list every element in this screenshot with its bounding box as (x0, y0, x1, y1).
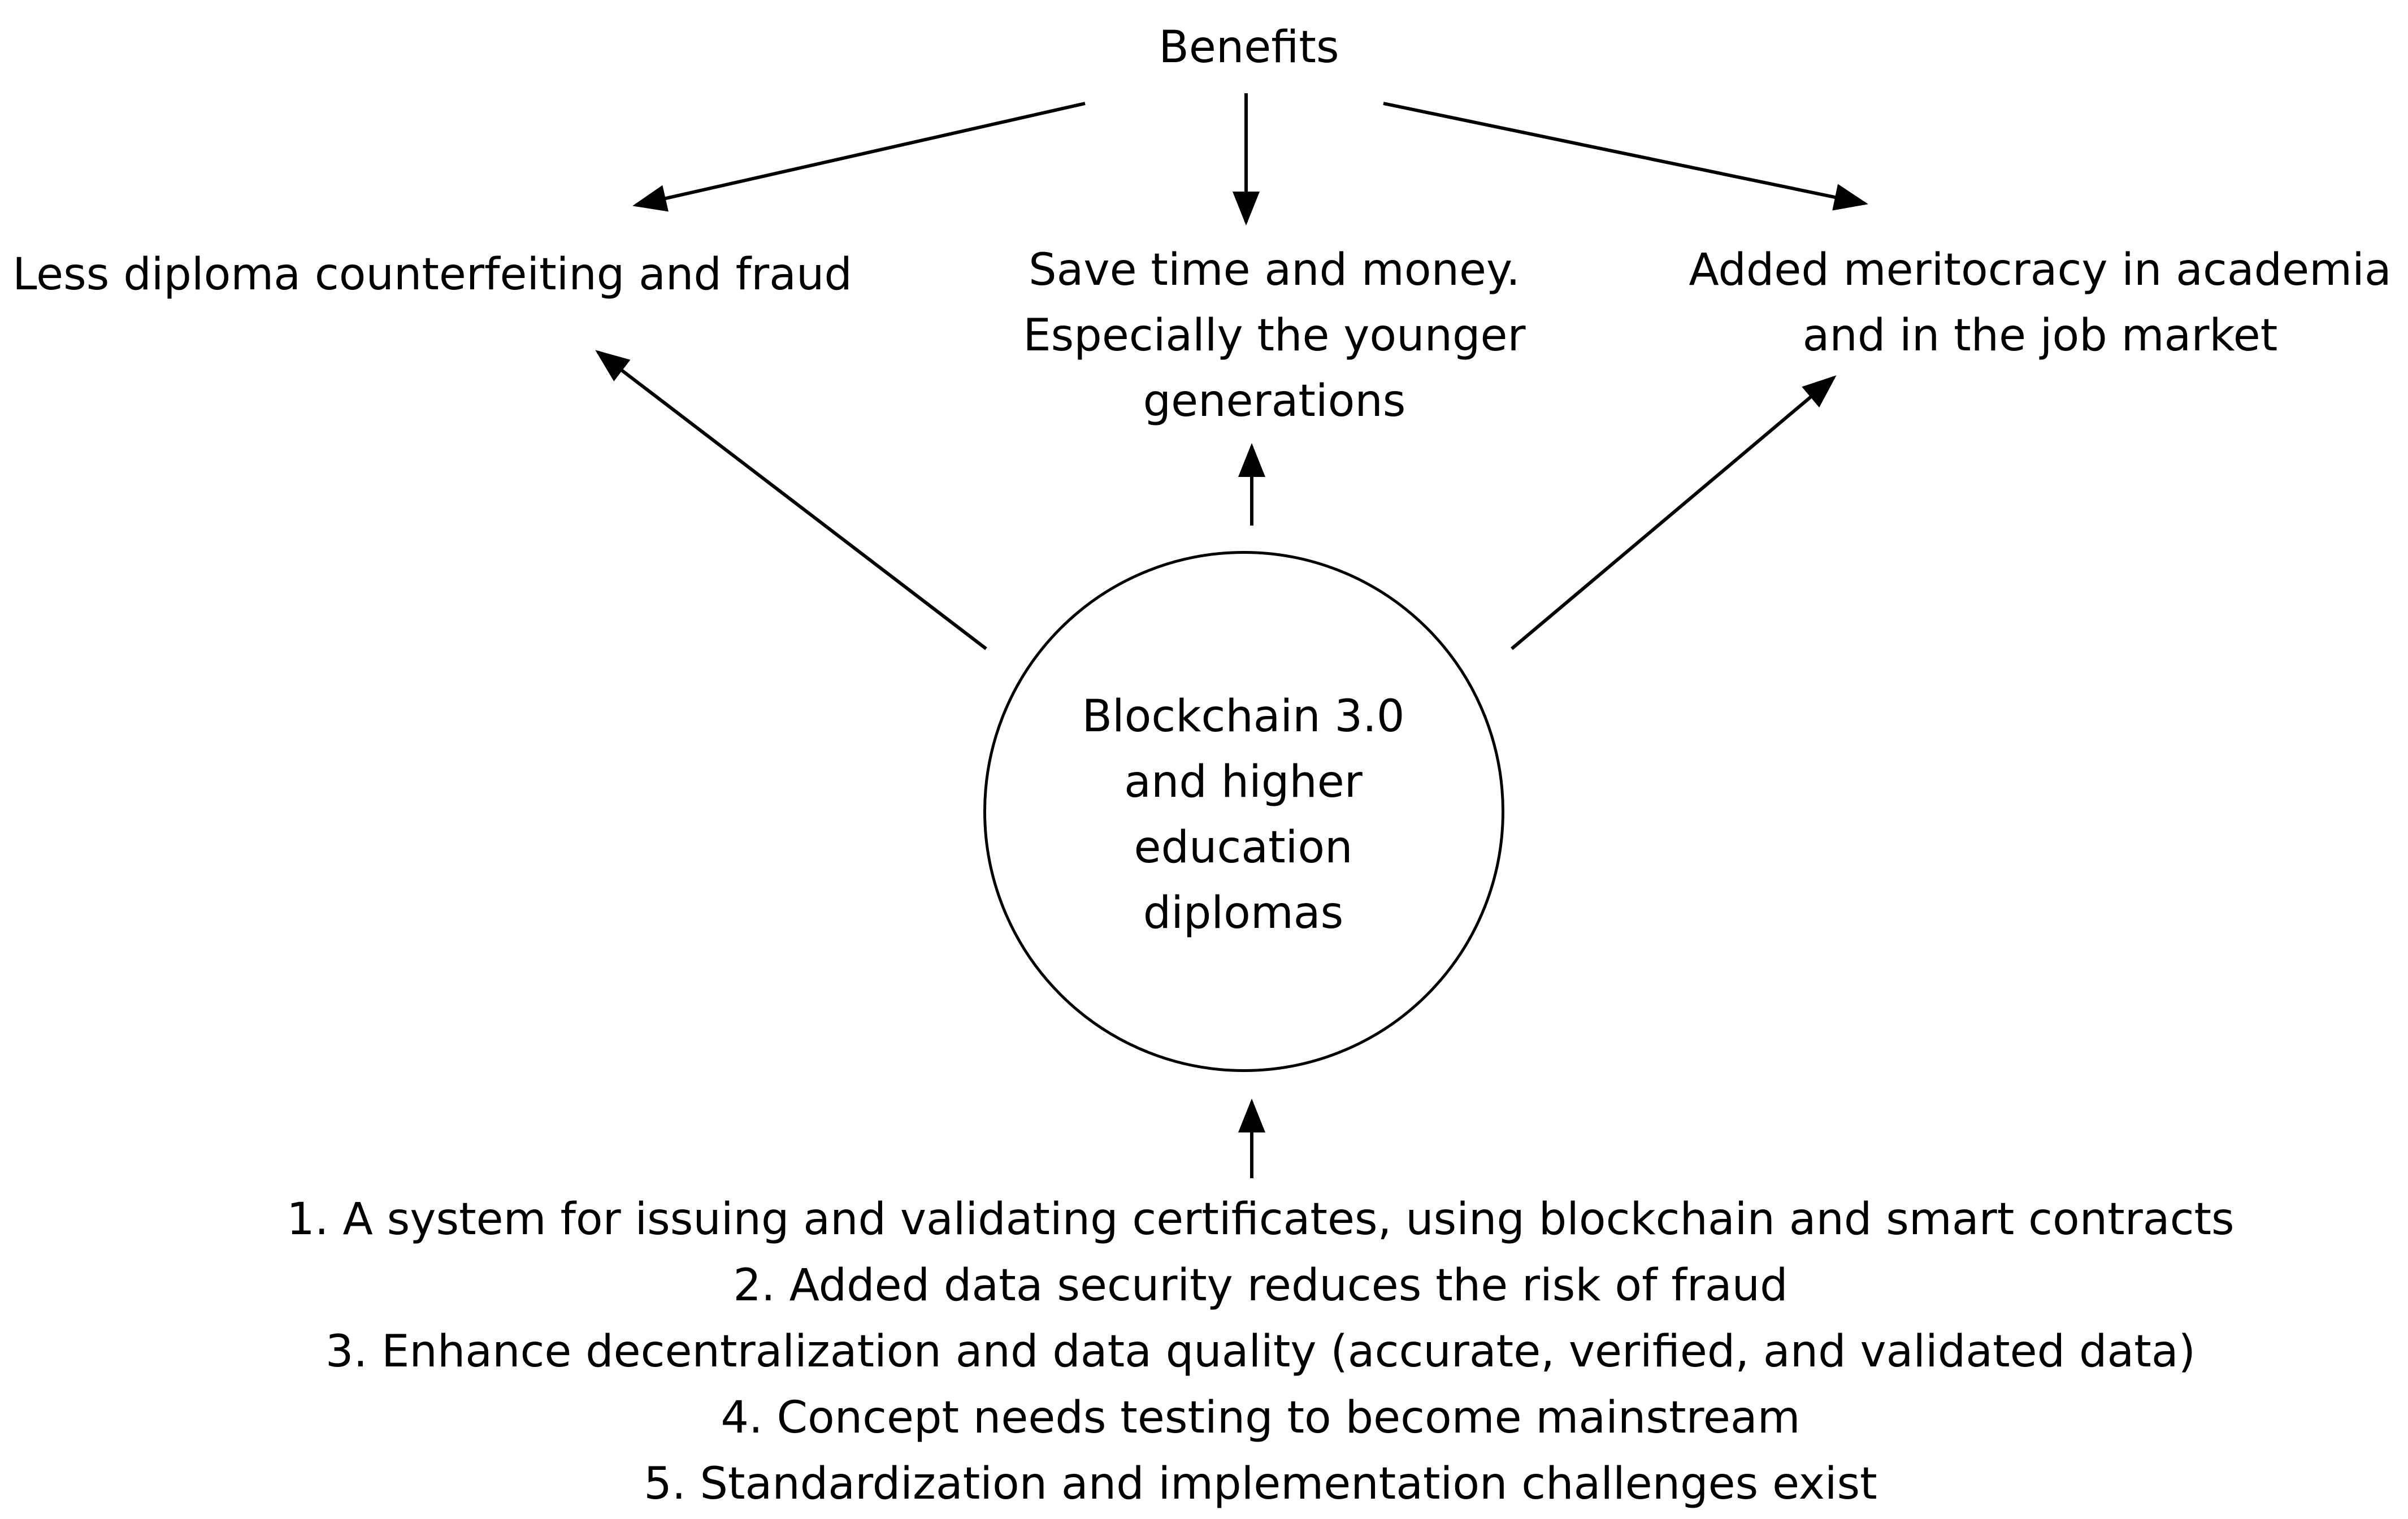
hub-label: Blockchain 3.0 and higher education dipl… (1082, 691, 1405, 939)
hub-circle (983, 551, 1504, 1072)
benefit-save-time-money: Save time and money. Especially the youn… (1023, 245, 1526, 427)
arrow-hub-to-fraud (595, 350, 987, 650)
arrow-benefits-to-fraud (632, 102, 1086, 212)
benefits-heading: Benefits (1159, 22, 1339, 73)
finding-item: 5. Standardization and implementation ch… (644, 1459, 1877, 1509)
findings-list: 1. A system for issuing and validating c… (113, 1187, 2408, 1517)
arrow-hub-to-meritocracy (1511, 375, 1837, 650)
finding-item: 2. Added data security reduces the risk … (733, 1260, 1788, 1311)
finding-item: 4. Concept needs testing to become mains… (721, 1392, 1800, 1443)
finding-item: 3. Enhance decentralization and data qua… (325, 1326, 2196, 1377)
arrow-benefits-to-meritocracy (1383, 102, 1868, 211)
benefit-meritocracy: Added meritocracy in academia and in the… (1689, 245, 2392, 361)
benefit-less-fraud: Less diploma counterfeiting and fraud (12, 249, 852, 300)
finding-item: 1. A system for issuing and validating c… (287, 1194, 2235, 1245)
